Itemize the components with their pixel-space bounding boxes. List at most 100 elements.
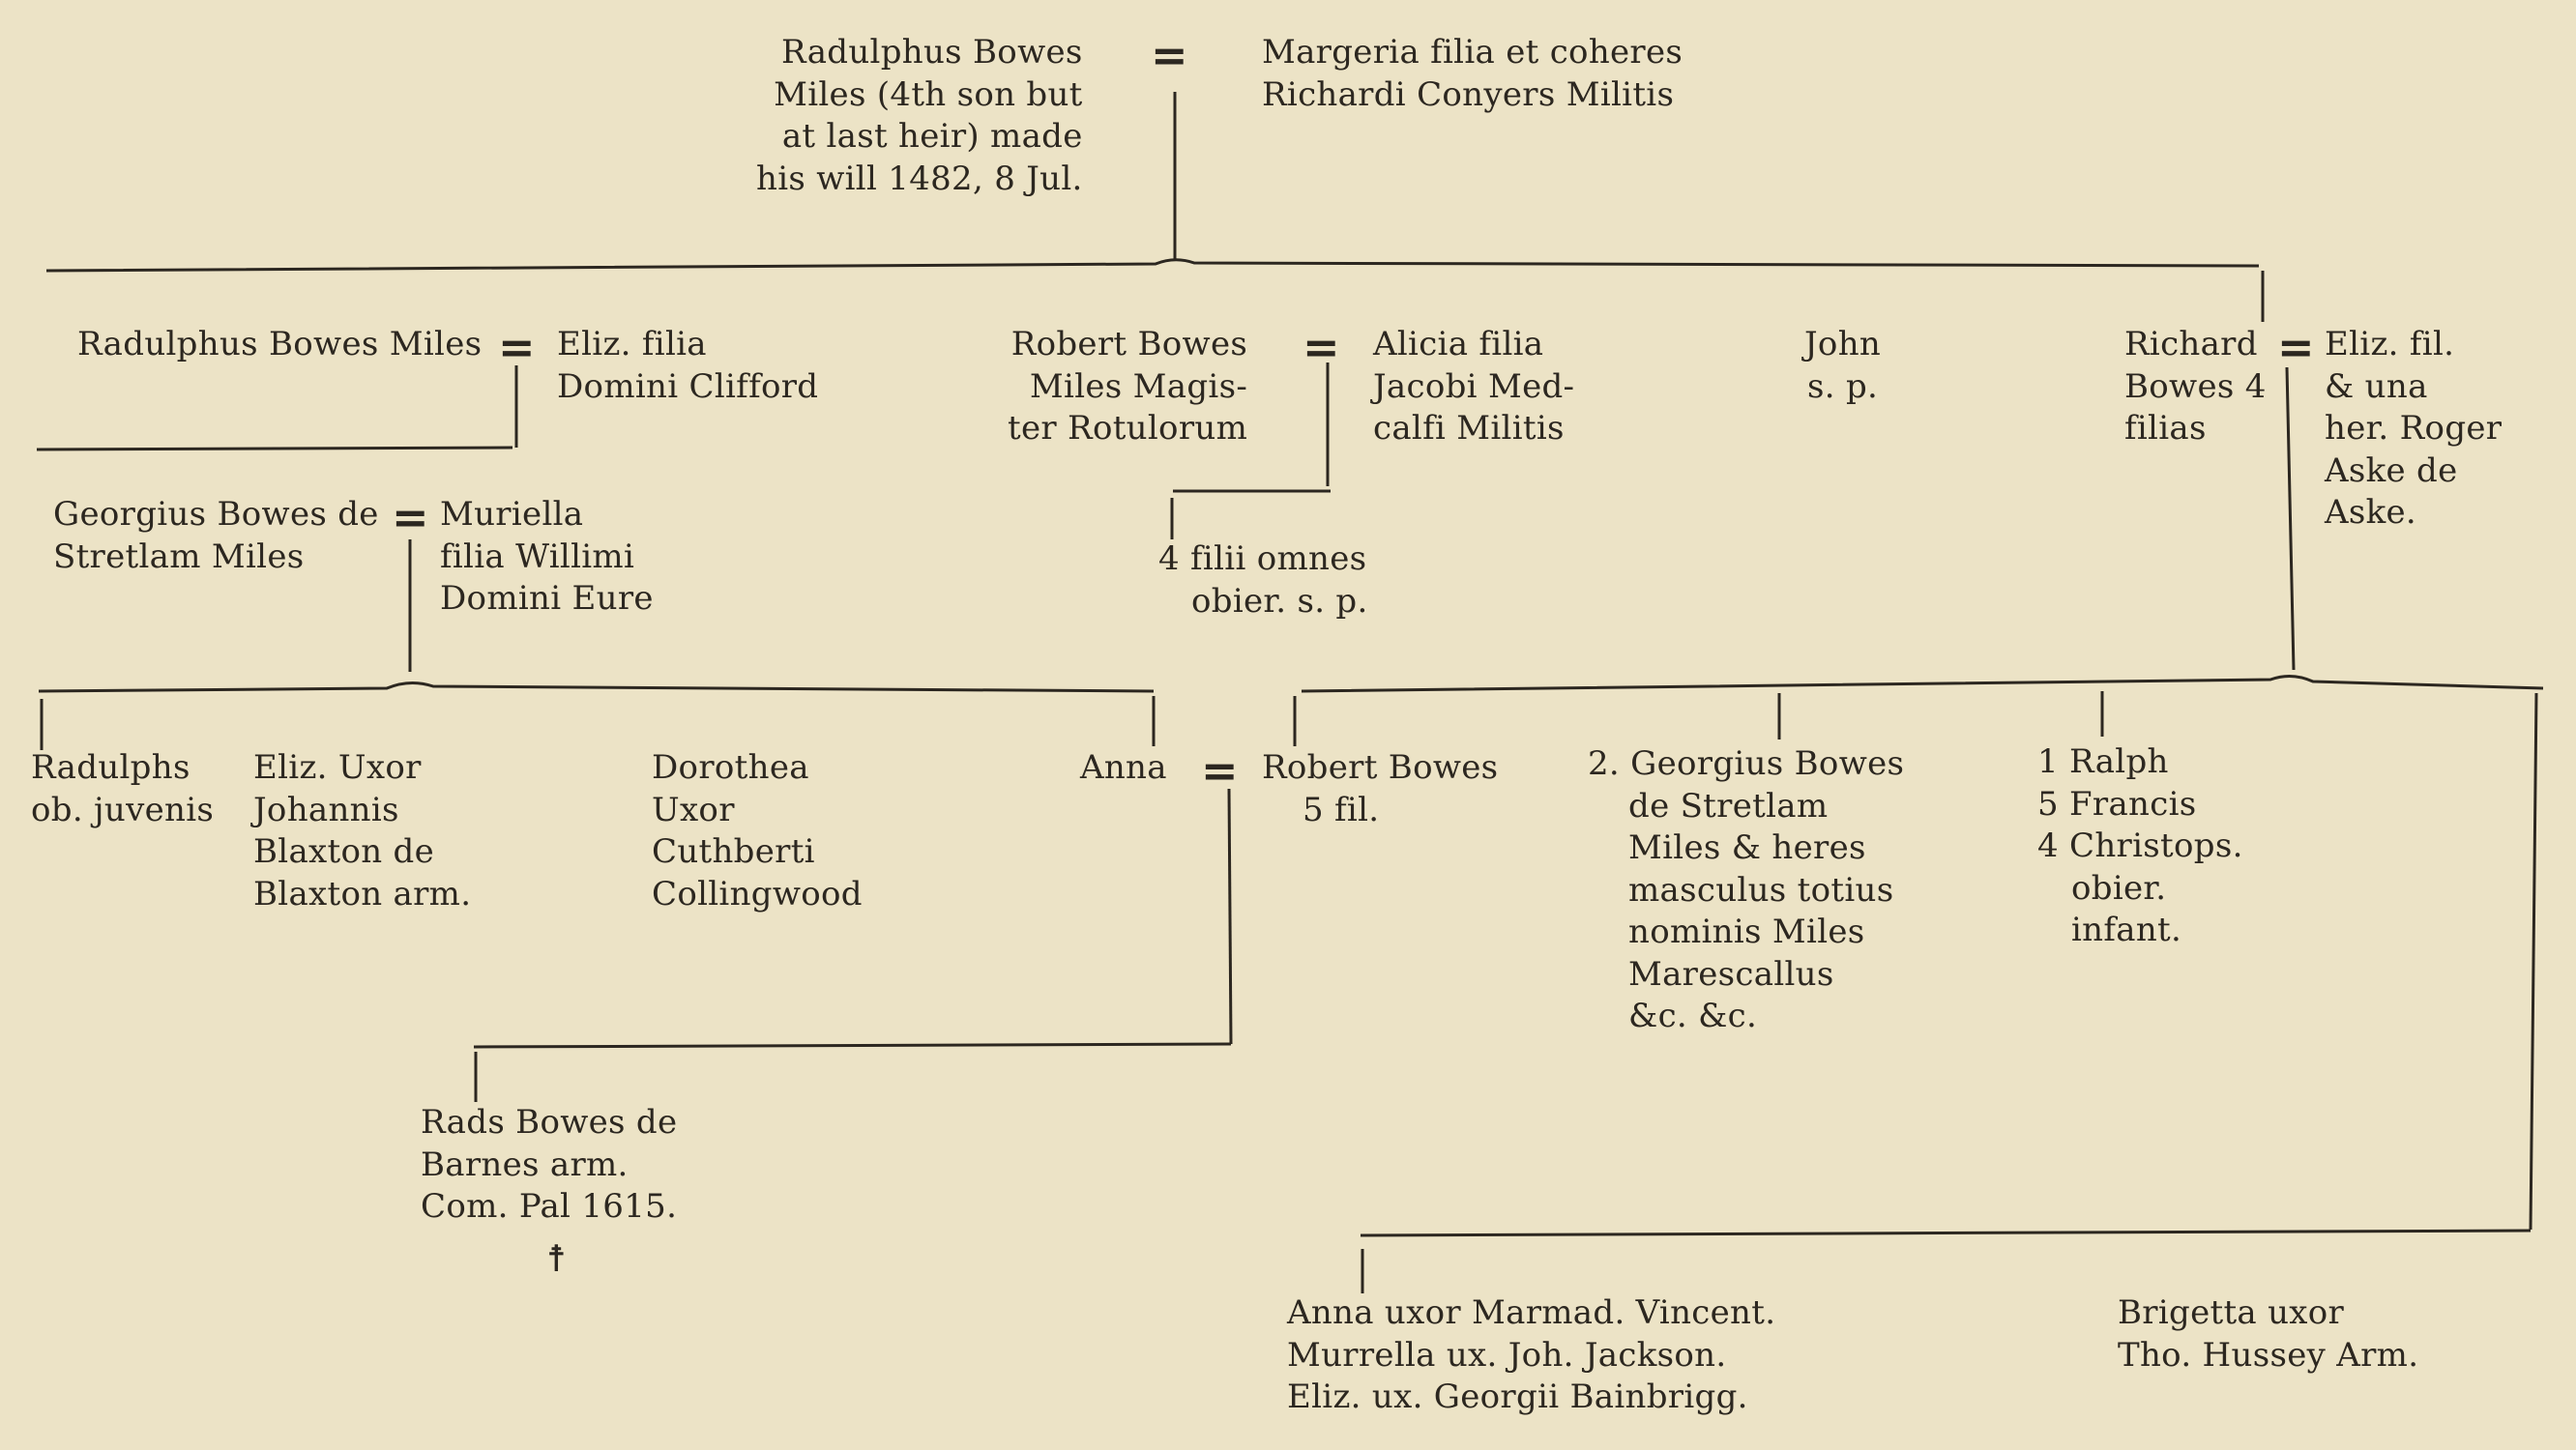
name-line: Alicia filia [1373,325,1544,363]
name-line: Eliz. Uxor [253,748,422,787]
sibling-bar-gen2 [45,258,2260,273]
issue-bar-anna [473,1042,1232,1049]
name-line: Bowes 4 [2124,366,2267,406]
daughters-anna-murrella-eliz: Anna uxor Marmad. Vincent. Murrella ux. … [1287,1292,1775,1419]
anna: Anna [1080,747,1167,790]
name-line: nominis Miles [1628,913,1865,951]
radulphs-ob-juvenis: Radulphs ob. juvenis [31,747,214,831]
name-line: Radulphus Bowes Miles [77,325,483,363]
name-line: Murrella ux. Joh. Jackson. [1287,1335,1727,1375]
marriage-sign: = [498,321,536,373]
name-line: 4 filii omnes [1158,539,1367,578]
name-line: filia Willimi [440,536,635,576]
name-line: Eliz. fil. [2325,325,2455,363]
eliz-clifford: Eliz. filia Domini Clifford [557,324,818,408]
issue-bar-radulphus [36,446,513,451]
robert-bowes-magister: Robert Bowes Miles Magis- ter Rotulorum [1008,324,1247,450]
name-line: s. p. [1806,366,1879,406]
name-line: Aske de [2325,450,2458,490]
name-line: ob. juvenis [31,790,215,829]
georgius-bowes-marescallus: 2. Georgius Bowes de Stretlam Miles & he… [1588,743,1904,1038]
name-line: de Stretlam [1628,786,1829,826]
name-line: Domini Clifford [557,366,819,406]
marriage-sign: = [1303,321,1340,373]
name-line: 4 Christops. [2037,826,2243,865]
name-line: obier. [2071,868,2167,908]
name-line: Barnes arm. [421,1145,629,1184]
name-line: his will 1482, 8 Jul. [756,159,1083,198]
name-line: obier. s. p. [1191,581,1368,621]
eliz-aske: Eliz. fil. & una her. Roger Aske de Aske… [2325,324,2502,535]
issue-bar-daughters [1360,1229,2532,1237]
name-line: 1 Ralph [2037,742,2169,781]
georgius-bowes-stretlam: Georgius Bowes de Stretlam Miles [53,494,379,578]
muriella-eure: Muriella filia Willimi Domini Eure [440,494,654,621]
name-line: Radulphs [31,748,190,787]
name-line: Stretlam Miles [53,536,305,576]
margeria-conyers: Margeria filia et coheres Richardi Conye… [1262,32,1683,116]
name-line: Domini Eure [440,579,654,618]
marriage-sign: = [1151,29,1188,81]
marriage-sign: = [392,491,429,543]
name-line: & una [2325,366,2428,406]
name-line: Brigetta uxor [2118,1293,2345,1332]
name-line: 2. Georgius Bowes [1588,744,1905,783]
dagger-cross-icon: ☨ [546,1237,567,1280]
descent-line-anna [1227,788,1233,1045]
issue-bar-richard [1301,675,2544,693]
name-line: Collingwood [652,874,863,914]
name-line: Margeria filia et coheres [1262,33,1683,72]
rads-bowes-barnes: Rads Bowes de Barnes arm. Com. Pal 1615. [421,1102,677,1229]
name-line: Eliz. filia [557,325,707,363]
name-line: calfi Militis [1373,409,1565,448]
name-line: Georgius Bowes de [53,495,379,534]
name-line: Robert Bowes [1010,325,1248,363]
john-sp: John s. p. [1804,324,1881,408]
alicia-medcalfi: Alicia filia Jacobi Med- calfi Militis [1373,324,1574,450]
name-line: Blaxton arm. [253,874,472,914]
marriage-sign: = [2277,321,2315,373]
descent-line-richard [2285,366,2296,671]
name-line: Miles (4th son but [774,74,1083,114]
name-line: Dorothea [652,748,809,787]
ralph-francis-christops: 1 Ralph 5 Francis 4 Christops. obier. in… [2037,741,2243,952]
name-line: at last heir) made [781,117,1083,156]
robert-bowes-5-fil: Robert Bowes 5 fil. [1262,747,1498,831]
name-line: Rads Bowes de [421,1103,678,1142]
dorothea-collingwood: Dorothea Uxor Cuthberti Collingwood [652,747,863,915]
name-line: Miles Magis- [1029,366,1248,406]
radulphus-bowes-senior: Radulphus Bowes Miles (4th son but at la… [756,32,1083,200]
name-line: Anna uxor Marmad. Vincent. [1287,1293,1776,1332]
name-line: Richard [2124,325,2258,363]
brigetta-hussey: Brigetta uxor Tho. Hussey Arm. [2118,1292,2418,1377]
name-line: Robert Bowes [1262,748,1499,787]
robert-issue-four-sons: 4 filii omnes obier. s. p. [1158,538,1368,623]
name-line: masculus totius [1628,870,1894,910]
name-line: Miles & heres [1628,828,1866,867]
eliz-blaxton: Eliz. Uxor Johannis Blaxton de Blaxton a… [253,747,471,915]
issue-bar-georgius [38,682,1155,693]
marriage-sign: = [1201,744,1239,797]
name-line: ter Rotulorum [1008,409,1248,448]
name-line: Blaxton de [253,832,435,871]
name-line: Eliz. ux. Georgii Bainbrigg. [1287,1378,1748,1416]
name-line: Richardi Conyers Militis [1262,74,1675,114]
richard-bowes: Richard Bowes 4 filias [2124,324,2267,450]
name-line: Com. Pal 1615. [421,1187,678,1226]
name-line: &c. &c. [1628,997,1758,1035]
name-line: Muriella [440,495,584,534]
radulphus-bowes-miles: Radulphus Bowes Miles [77,324,482,366]
name-line: Aske. [2325,493,2417,532]
name-line: Radulphus Bowes [781,33,1083,72]
descent-line-right [2529,692,2538,1231]
name-line: 5 fil. [1303,790,1380,829]
name-line: Anna [1080,748,1167,787]
name-line: Jacobi Med- [1373,366,1575,406]
name-line: John [1804,325,1882,363]
name-line: Cuthberti [652,832,815,871]
name-line: Johannis [253,790,399,829]
name-line: her. Roger [2325,409,2503,448]
name-line: infant. [2071,911,2182,949]
